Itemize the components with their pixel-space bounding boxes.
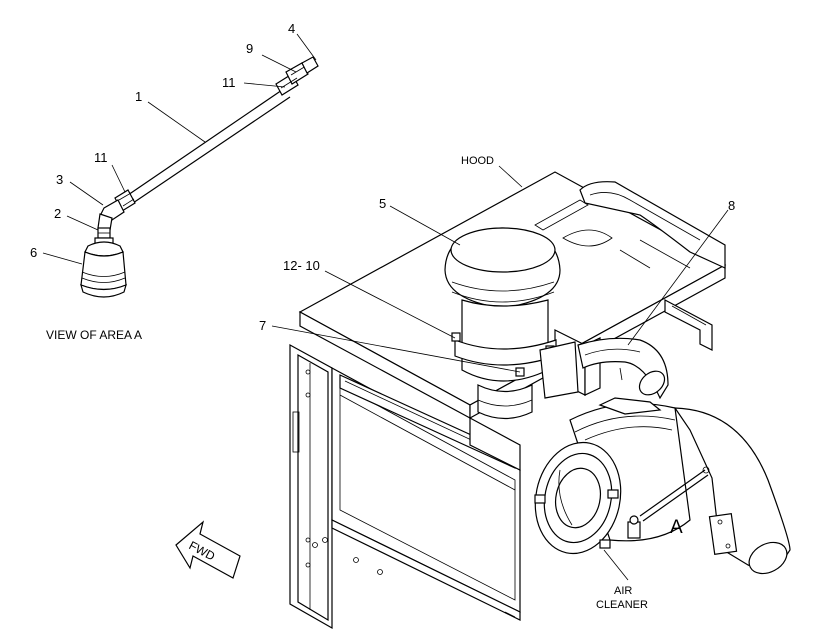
callout-7: 7 bbox=[259, 318, 266, 333]
callout-1: 1 bbox=[135, 89, 142, 104]
rail bbox=[339, 374, 521, 471]
leader-lines-main bbox=[271, 165, 729, 581]
tube-part-1 bbox=[127, 87, 291, 204]
callout-12-10: 12- 10 bbox=[283, 258, 320, 273]
hood-label: HOOD bbox=[461, 155, 494, 167]
front-panel bbox=[312, 366, 521, 621]
precleaner-part-6 bbox=[80, 241, 127, 298]
callout-9: 9 bbox=[246, 41, 253, 56]
fitting-part-9-11-4 bbox=[275, 56, 319, 96]
fitting-part-2 bbox=[94, 227, 114, 245]
forward-arrow: FWD bbox=[175, 520, 241, 579]
view-of-area-a-caption: VIEW OF AREA A bbox=[46, 328, 142, 342]
callout-3: 3 bbox=[56, 172, 63, 187]
side-panel bbox=[289, 343, 333, 630]
air-cleaner-label-line1: AIR bbox=[614, 585, 632, 597]
hood-side-bracket bbox=[664, 299, 713, 351]
callout-4: 4 bbox=[288, 21, 295, 36]
precleaner-stack bbox=[444, 227, 579, 420]
callout-8: 8 bbox=[728, 198, 735, 213]
air-cleaner-label-line2: CLEANER bbox=[596, 599, 648, 611]
elbow-fitting-part-3 bbox=[97, 189, 136, 231]
callout-6: 6 bbox=[30, 245, 37, 260]
area-a-marker: A bbox=[670, 517, 683, 538]
leader-lines-inset bbox=[42, 33, 317, 265]
callout-2: 2 bbox=[54, 206, 61, 221]
callout-11-upper: 11 bbox=[222, 75, 236, 90]
air-cleaner bbox=[534, 397, 791, 575]
intake-hose-part-8 bbox=[577, 337, 669, 400]
callout-5: 5 bbox=[379, 196, 386, 211]
view-of-area-a: 1 9 4 11 11 3 2 6 VIEW OF AREA A bbox=[30, 21, 319, 342]
callout-11-lower: 11 bbox=[94, 150, 108, 165]
main-assembly: HOOD 5 12- 10 7 8 A AIR CLEANER bbox=[259, 155, 791, 630]
